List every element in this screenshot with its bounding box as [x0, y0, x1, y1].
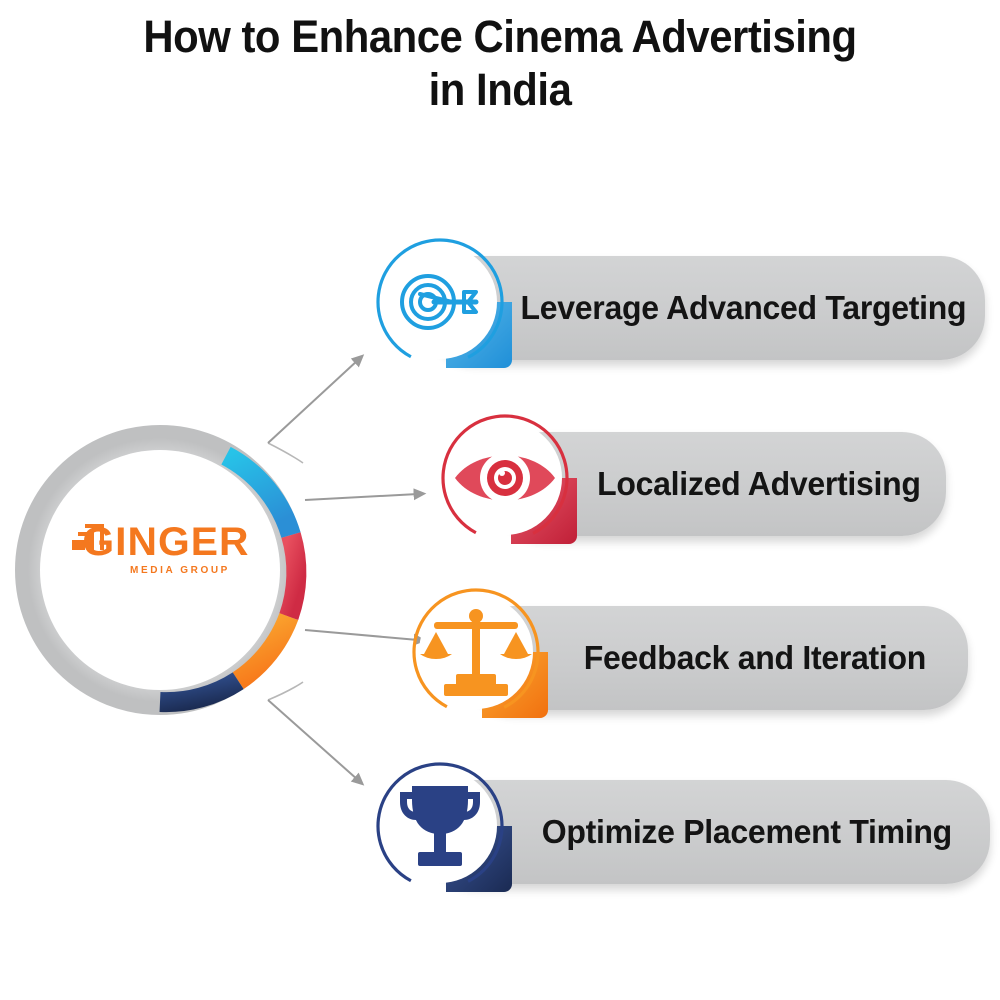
brand-logo: GINGER MEDIA GROUP: [66, 522, 266, 614]
item-badge-3[interactable]: [408, 578, 556, 726]
hub-segment-cyan: [221, 446, 301, 539]
item-pill-3[interactable]: Feedback and Iteration: [470, 606, 968, 710]
item-label-2: Localized Advertising: [597, 464, 921, 502]
hub-segment-navy: [159, 672, 244, 713]
trophy-icon: [400, 786, 480, 866]
item-label-1: Leverage Advanced Targeting: [520, 288, 967, 326]
hub-face: [48, 458, 272, 682]
badge-ring-4: [376, 762, 504, 890]
item-label-3: Feedback and Iteration: [583, 638, 927, 676]
ascending-bars-icon: [72, 524, 104, 550]
item-badge-1[interactable]: [372, 228, 520, 376]
page-title: How to Enhance Cinema Advertising in Ind…: [35, 10, 965, 116]
item-label-4: Optimize Placement Timing: [541, 812, 952, 850]
badge-ring-2: [441, 414, 569, 542]
target-arrow-icon: [400, 274, 479, 330]
balance-scales-icon: [420, 609, 532, 696]
brand-hub: GINGER MEDIA GROUP: [14, 424, 324, 716]
item-badge-2[interactable]: [437, 404, 585, 552]
hub-segment-red: [279, 532, 307, 620]
item-badge-4[interactable]: [372, 752, 520, 900]
badge-ring-1: [376, 238, 504, 366]
item-pill-1[interactable]: Leverage Advanced Targeting: [430, 256, 985, 360]
badge-ring-3: [412, 588, 540, 716]
page-title-line-1: How to Enhance Cinema Advertising: [143, 11, 857, 62]
item-pill-4[interactable]: Optimize Placement Timing: [432, 780, 990, 884]
brand-name: GINGER: [82, 520, 250, 564]
hub-segment-orange: [232, 612, 299, 690]
page-title-line-2: in India: [428, 64, 572, 116]
brand-tagline: MEDIA GROUP: [130, 565, 230, 576]
eye-icon: [455, 453, 555, 503]
